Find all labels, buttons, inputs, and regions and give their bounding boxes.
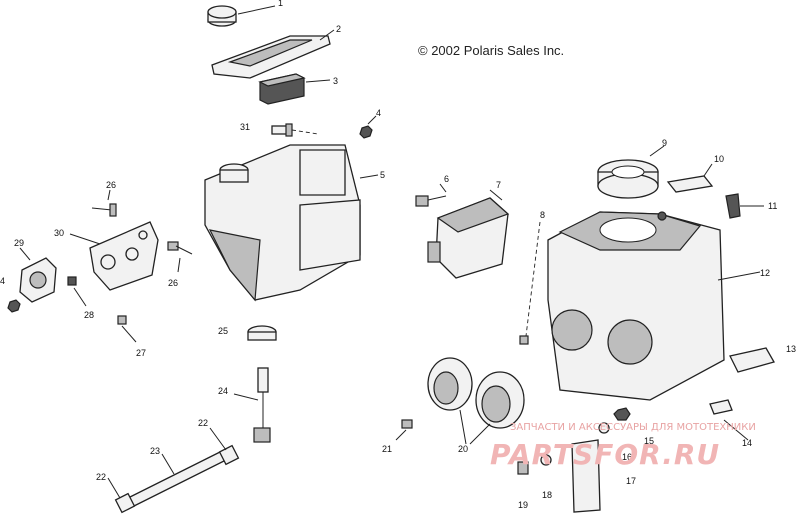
part-24-sensor [233,367,271,443]
callout-26-upper: 26 [106,180,116,190]
part-14-decal [709,399,749,441]
callout-23: 23 [150,446,160,456]
callout-17: 17 [626,476,636,486]
callout-21: 21 [382,444,392,454]
part-20-seal-right [475,371,525,429]
callout-16: 16 [622,452,632,462]
part-16-washer [598,422,610,434]
part-10-label [666,163,714,193]
callout-12: 12 [760,268,770,278]
callout-1: 1 [278,0,283,8]
callout-20: 20 [458,444,468,454]
callout-25: 25 [218,326,228,336]
part-28-clip [67,276,87,307]
part-13-decal [729,347,775,373]
watermark-brand: PARTSFOR.RU [490,438,720,471]
callout-8: 8 [540,210,545,220]
part-4-nut [359,115,377,139]
part-8-wire [519,221,541,345]
callout-26-lower: 26 [168,278,178,288]
part-7-cdi [427,189,510,279]
part-31-bolt [271,123,319,137]
part-11-clip [725,193,764,219]
copyright-text: © 2002 Polaris Sales Inc. [418,43,564,58]
part-15-nut [613,407,631,421]
part-23-hose [107,427,240,514]
part-26-bolt-lower [167,241,193,273]
part-18-washer [540,454,552,466]
part-17-bracket [571,439,601,513]
callout-27: 27 [136,348,146,358]
callout-30: 30 [54,228,64,238]
callout-24: 24 [218,386,228,396]
part-1-cap [207,5,276,27]
callout-15: 15 [644,436,654,446]
part-4-nut-lower [7,299,21,313]
part-5-tank [204,144,379,302]
part-19-bolt [517,461,529,475]
part-25-grommet [247,325,277,341]
part-30-bracket [69,221,159,291]
part-9-foam-ring [597,145,665,199]
callout-3: 3 [333,76,338,86]
callout-14: 14 [742,438,752,448]
part-6-bolt [415,183,447,207]
callout-6: 6 [444,174,449,184]
callout-7: 7 [496,180,501,190]
callout-11: 11 [768,201,777,211]
part-29-pump [19,247,57,303]
part-20-seal-left [427,357,473,411]
part-12-airbox [547,211,761,401]
callout-31: 31 [240,122,250,132]
callout-28: 28 [84,310,94,320]
callout-2: 2 [336,24,341,34]
callout-13: 13 [786,344,796,354]
callout-29: 29 [14,238,24,248]
part-3-pad [258,73,331,105]
callout-19: 19 [518,500,528,510]
callout-22-upper: 22 [198,418,208,428]
part-2-cover [211,29,335,79]
callout-10: 10 [714,154,724,164]
part-26-bolt-upper [91,189,117,217]
callout-4-upper: 4 [376,108,381,118]
callout-22-lower: 22 [96,472,106,482]
part-27-screw [117,315,137,343]
watermark-tagline: ЗАПЧАСТИ И АКСЕССУАРЫ ДЛЯ МОТОТЕХНИКИ [510,422,756,433]
callout-4-lower: 4 [0,276,5,286]
callout-18: 18 [542,490,552,500]
watermark: ЗАПЧАСТИ И АКСЕССУАРЫ ДЛЯ МОТОТЕХНИКИ PA… [490,422,756,471]
callout-5: 5 [380,170,385,180]
part-21-screw [395,419,413,441]
callout-9: 9 [662,138,667,148]
